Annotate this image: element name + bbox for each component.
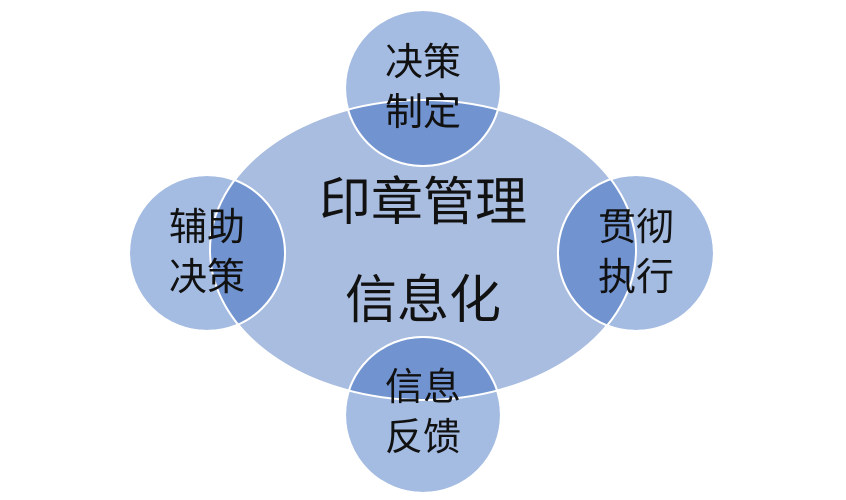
node-left-line2: 决策	[169, 255, 245, 299]
node-top-line1: 决策	[385, 40, 461, 84]
overlap-left	[210, 175, 285, 331]
node-bottom-line2: 反馈	[385, 415, 461, 459]
overlap-right	[558, 175, 636, 331]
overlap-bottom	[345, 337, 501, 400]
overlap-regions	[210, 100, 636, 400]
center-title-line2: 信息化	[345, 271, 501, 331]
node-left-line1: 辅助	[169, 205, 245, 249]
center-title-line1: 印章管理	[319, 173, 527, 233]
node-bottom-line1: 信息	[385, 365, 461, 409]
node-right-line1: 贯彻	[598, 205, 674, 249]
outlines	[128, 9, 715, 494]
overlap-top	[345, 100, 501, 166]
node-top-line2: 制定	[385, 90, 461, 134]
node-right-line2: 执行	[598, 255, 674, 299]
